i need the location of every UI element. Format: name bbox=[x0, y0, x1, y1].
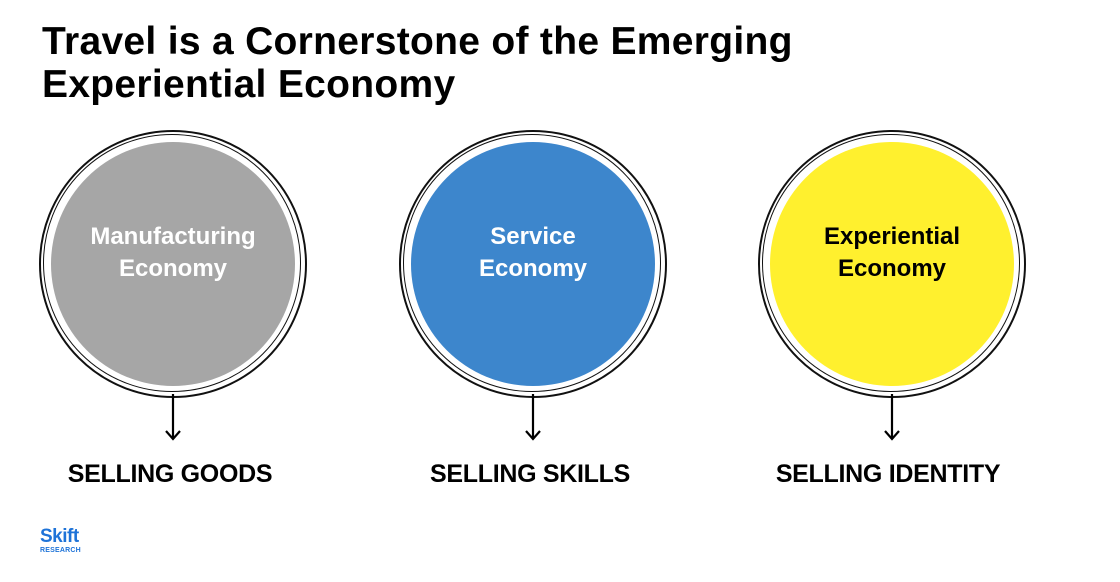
down-arrow-icon bbox=[525, 394, 541, 441]
outcome-label: SELLING IDENTITY bbox=[775, 460, 1001, 488]
logo-name: Skift bbox=[40, 526, 79, 547]
down-arrow-icon bbox=[165, 394, 181, 441]
outcome-label: SELLING GOODS bbox=[67, 460, 273, 488]
circle-fill: Service Economy bbox=[411, 142, 655, 386]
outcome-label: SELLING SKILLS bbox=[430, 460, 630, 488]
slide-title: Travel is a Cornerstone of the Emerging … bbox=[42, 20, 1042, 106]
title-line-1: Travel is a Cornerstone of the Emerging bbox=[42, 20, 793, 63]
title-line-2: Experiential Economy bbox=[42, 63, 456, 106]
circle-label-line-1: Service bbox=[490, 223, 576, 250]
circle-fill: Manufacturing Economy bbox=[51, 142, 295, 386]
inner-ring bbox=[762, 134, 1020, 392]
inner-ring bbox=[43, 134, 301, 392]
logo-sub: RESEARCH bbox=[40, 547, 81, 554]
experiential-economy-circle: Experiential Economy bbox=[758, 130, 1026, 398]
circle-label-line-2: Economy bbox=[837, 255, 947, 282]
circle-label-line-1: Experiential bbox=[823, 223, 961, 250]
circle-label-line-1: Manufacturing bbox=[90, 223, 256, 250]
circle-label-line-2: Economy bbox=[118, 255, 228, 282]
skift-research-logo: Skift RESEARCH bbox=[40, 526, 81, 555]
circle-fill: Experiential Economy bbox=[770, 142, 1014, 386]
service-economy-circle: Service Economy bbox=[399, 130, 667, 398]
inner-ring bbox=[403, 134, 661, 392]
down-arrow-icon bbox=[884, 394, 900, 441]
circle-label-line-2: Economy bbox=[478, 255, 588, 282]
manufacturing-economy-circle: Manufacturing Economy bbox=[39, 130, 307, 398]
